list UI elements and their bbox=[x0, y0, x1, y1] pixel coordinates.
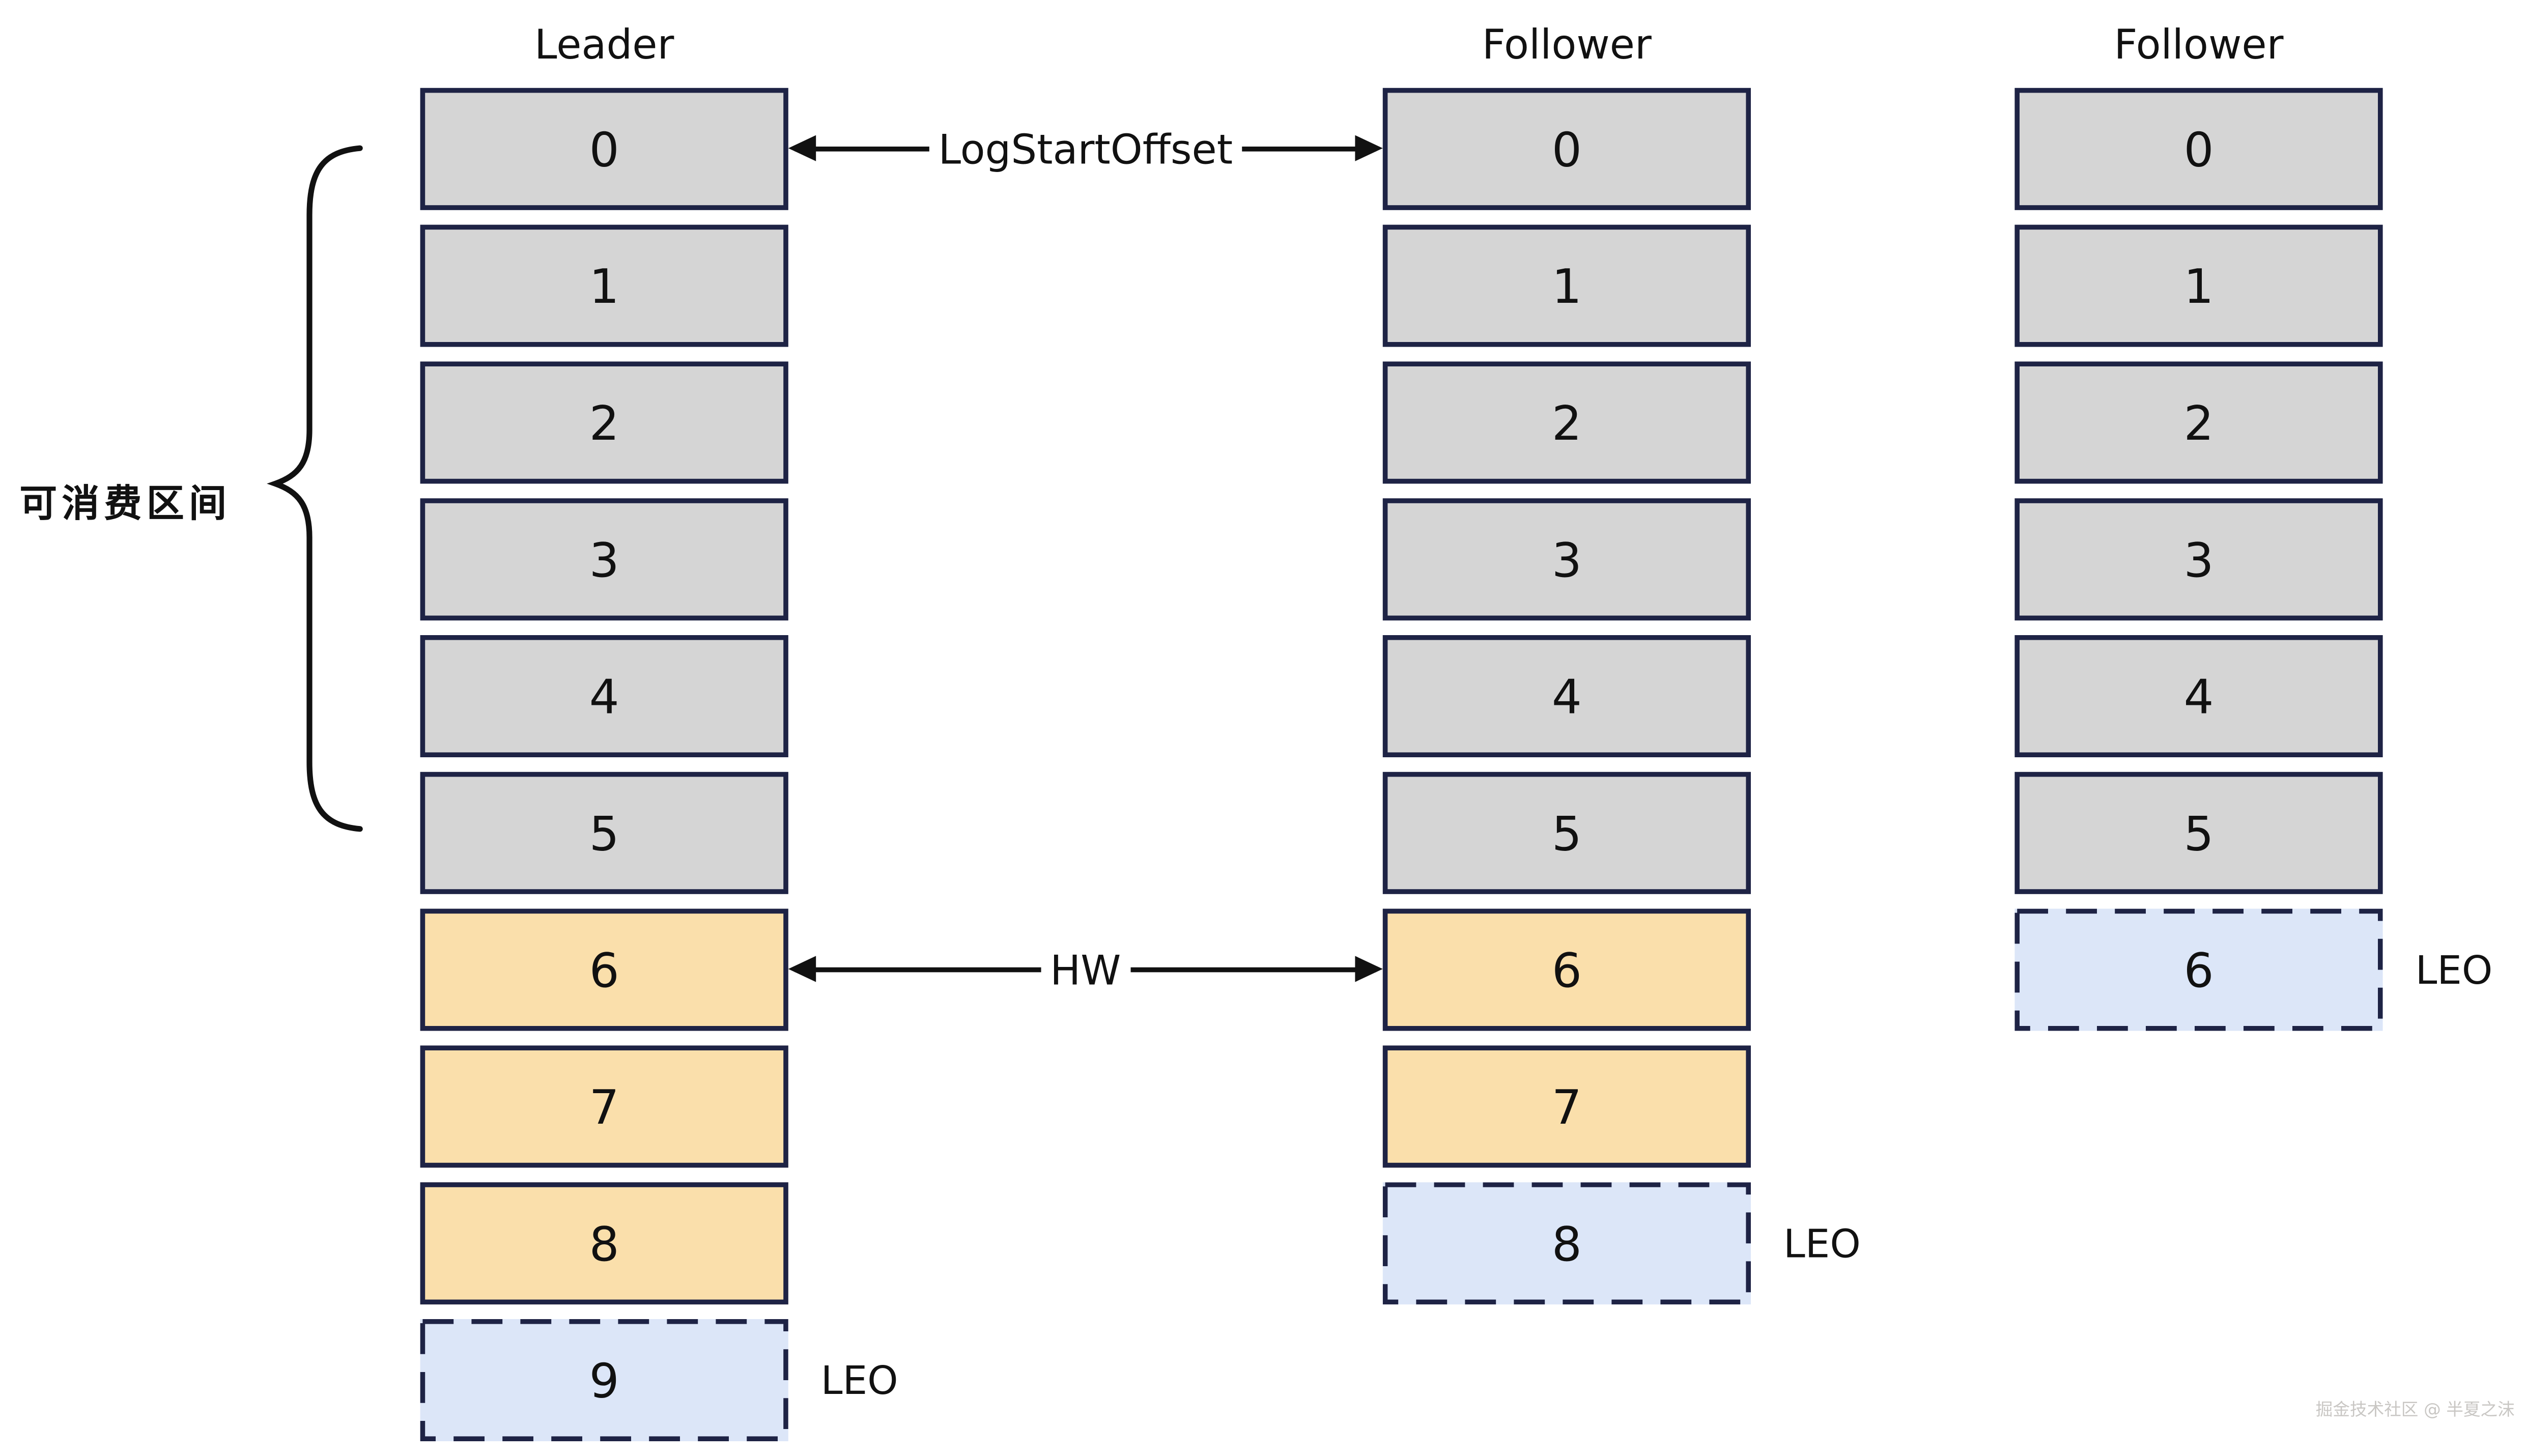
hw-label: HW bbox=[1040, 946, 1131, 993]
offset-cell: 4 bbox=[420, 635, 788, 757]
offset-number: 8 bbox=[589, 1215, 619, 1271]
dashed-border-icon bbox=[2014, 908, 2383, 1031]
offset-cell: 3 bbox=[420, 498, 788, 621]
offset-number: 4 bbox=[2183, 668, 2214, 724]
offset-number: 2 bbox=[2183, 395, 2214, 450]
offset-cell: 3 bbox=[1382, 498, 1751, 621]
column-title: Leader bbox=[534, 21, 674, 69]
consumable-range-label: 可消费区间 bbox=[19, 483, 232, 526]
offset-number: 3 bbox=[1551, 531, 1582, 587]
leo-label: LEO bbox=[1783, 1220, 1861, 1266]
offset-cell: 5 bbox=[1382, 772, 1751, 894]
offset-number: 6 bbox=[1551, 942, 1582, 997]
leo-label: LEO bbox=[2415, 947, 2493, 993]
offset-number: 2 bbox=[1551, 395, 1582, 450]
offset-cells: 0 1 2 3 4 5 6 7 8 9 bbox=[420, 88, 788, 1456]
offset-cell: 0 bbox=[2014, 88, 2383, 210]
offset-cell: 2 bbox=[420, 361, 788, 484]
offset-number: 0 bbox=[589, 121, 619, 177]
offset-number: 3 bbox=[2183, 531, 2214, 587]
column-title: Follower bbox=[1482, 21, 1652, 69]
offset-number: 8 bbox=[1551, 1215, 1582, 1271]
log-start-offset-label: LogStartOffset bbox=[928, 125, 1243, 173]
offset-cell: 2 bbox=[1382, 361, 1751, 484]
offset-cells: 0 1 2 3 4 5 6 bbox=[2014, 88, 2383, 1046]
offset-number: 6 bbox=[2183, 942, 2214, 997]
offset-cell: 7 bbox=[1382, 1045, 1751, 1168]
offset-cell: 6 bbox=[1382, 908, 1751, 1031]
offset-cell: 4 bbox=[2014, 635, 2383, 757]
offset-number: 1 bbox=[589, 258, 619, 313]
offset-number: 0 bbox=[2183, 121, 2214, 177]
offset-number: 5 bbox=[1551, 805, 1582, 861]
offset-cell: 8 bbox=[1382, 1182, 1751, 1305]
offset-cell: 5 bbox=[420, 772, 788, 894]
offset-number: 7 bbox=[1551, 1079, 1582, 1134]
watermark: 掘金技术社区 @ 半夏之沫 bbox=[2315, 1401, 2515, 1420]
arrow-right-icon bbox=[1355, 955, 1383, 981]
offset-cell: 2 bbox=[2014, 361, 2383, 484]
offset-cell: 8 bbox=[420, 1182, 788, 1305]
dashed-border-icon bbox=[420, 1319, 788, 1441]
offset-cell: 1 bbox=[420, 224, 788, 347]
offset-number: 7 bbox=[589, 1079, 619, 1134]
offset-number: 2 bbox=[589, 395, 619, 450]
offset-number: 0 bbox=[1551, 121, 1582, 177]
leo-label: LEO bbox=[820, 1357, 898, 1403]
offset-number: 5 bbox=[589, 805, 619, 861]
offset-number: 1 bbox=[1551, 258, 1582, 313]
offset-cell: 5 bbox=[2014, 772, 2383, 894]
hw-arrow: HW bbox=[788, 946, 1383, 994]
consumable-range-brace-icon bbox=[267, 145, 363, 832]
offset-cell: 3 bbox=[2014, 498, 2383, 621]
offset-number: 5 bbox=[2183, 805, 2214, 861]
offset-number: 9 bbox=[589, 1352, 619, 1408]
offset-cell: 9 bbox=[420, 1319, 788, 1441]
offset-cells: 0 1 2 3 4 5 6 7 8 bbox=[1382, 88, 1751, 1319]
column-title: Follower bbox=[2114, 21, 2284, 69]
offset-cell: 1 bbox=[1382, 224, 1751, 347]
offset-number: 4 bbox=[589, 668, 619, 724]
offset-number: 3 bbox=[589, 531, 619, 587]
offset-cell: 6 bbox=[420, 908, 788, 1031]
offset-cell: 1 bbox=[2014, 224, 2383, 347]
offset-cell: 6 bbox=[2014, 908, 2383, 1031]
offset-cell: 0 bbox=[1382, 88, 1751, 210]
offset-number: 6 bbox=[589, 942, 619, 997]
log-start-offset-arrow: LogStartOffset bbox=[788, 125, 1383, 174]
offset-cell: 0 bbox=[420, 88, 788, 210]
offset-cell: 4 bbox=[1382, 635, 1751, 757]
offset-number: 1 bbox=[2183, 258, 2214, 313]
offset-cell: 7 bbox=[420, 1045, 788, 1168]
dashed-border-icon bbox=[1382, 1182, 1751, 1305]
offset-number: 4 bbox=[1551, 668, 1582, 724]
arrow-right-icon bbox=[1355, 134, 1383, 161]
